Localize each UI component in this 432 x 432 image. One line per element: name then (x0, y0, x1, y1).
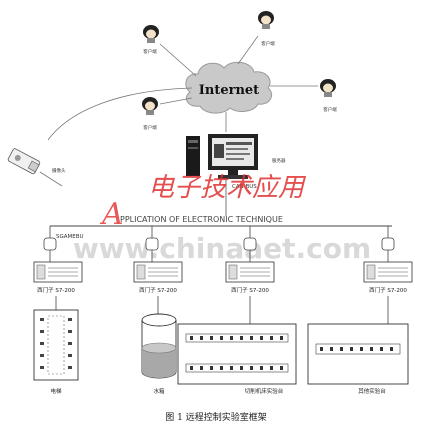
watermark-english: PPLICATION OF ELECTRONIC TECHNIQUE (120, 215, 283, 224)
bus-adapter (43, 237, 57, 251)
watermark-chinese: 电子技术应用 (148, 173, 307, 203)
internet-label: Internet (199, 83, 259, 98)
client-icon (258, 11, 274, 29)
other-bench (307, 323, 409, 385)
client-label: 客户端 (323, 106, 337, 113)
client-label: 客户端 (261, 40, 275, 47)
adapter-plc-links (49, 250, 389, 262)
water-tank-device (141, 313, 177, 379)
bus-adapters (43, 237, 395, 251)
bus-adapter (145, 237, 159, 251)
plc-label: 西门子 S7-200 (139, 286, 177, 294)
elevator-device (33, 309, 79, 381)
client-icon (143, 25, 159, 43)
can-bus-label: CAN BUS (232, 184, 257, 190)
internet-links (47, 35, 318, 141)
plc-unit (225, 261, 275, 283)
bus-adapter (243, 237, 257, 251)
com-label: SGAMEBU (56, 234, 84, 240)
watermark-url: www.chinaaet.com (73, 232, 371, 265)
plc-label: 西门子 S7-200 (37, 286, 75, 294)
client-icon (320, 79, 336, 97)
camera-icon (7, 148, 41, 175)
machine-tool-bench (177, 323, 297, 385)
plc-unit (363, 261, 413, 283)
plc-unit (33, 261, 83, 283)
client-label: 客户端 (143, 124, 157, 131)
server-label: 服务器 (272, 157, 286, 164)
internet-cloud: Internet (185, 61, 273, 114)
figure-caption: 图 1 远程控制实验室框架 (165, 411, 266, 423)
plc-unit (133, 261, 183, 283)
bus-adapter (381, 237, 395, 251)
plc-device-links (55, 296, 389, 324)
server-tower (186, 136, 200, 176)
bus-drops (49, 226, 389, 238)
device-label: 水箱 (153, 387, 165, 395)
plc-label: 西门子 S7-200 (231, 286, 269, 294)
device-label: 其他实验台 (358, 387, 386, 395)
client-label: 客户端 (143, 48, 157, 55)
plc-label: 西门子 S7-200 (369, 286, 407, 294)
client-icon (142, 97, 158, 115)
device-label: 切削机床实验台 (245, 387, 284, 395)
server-computer (186, 134, 258, 179)
watermark: www.chinaaet.com 电子技术应用 A PPLICATION OF … (73, 173, 371, 265)
camera-label: 摄像头 (52, 167, 66, 174)
device-label: 电梯 (50, 387, 62, 395)
